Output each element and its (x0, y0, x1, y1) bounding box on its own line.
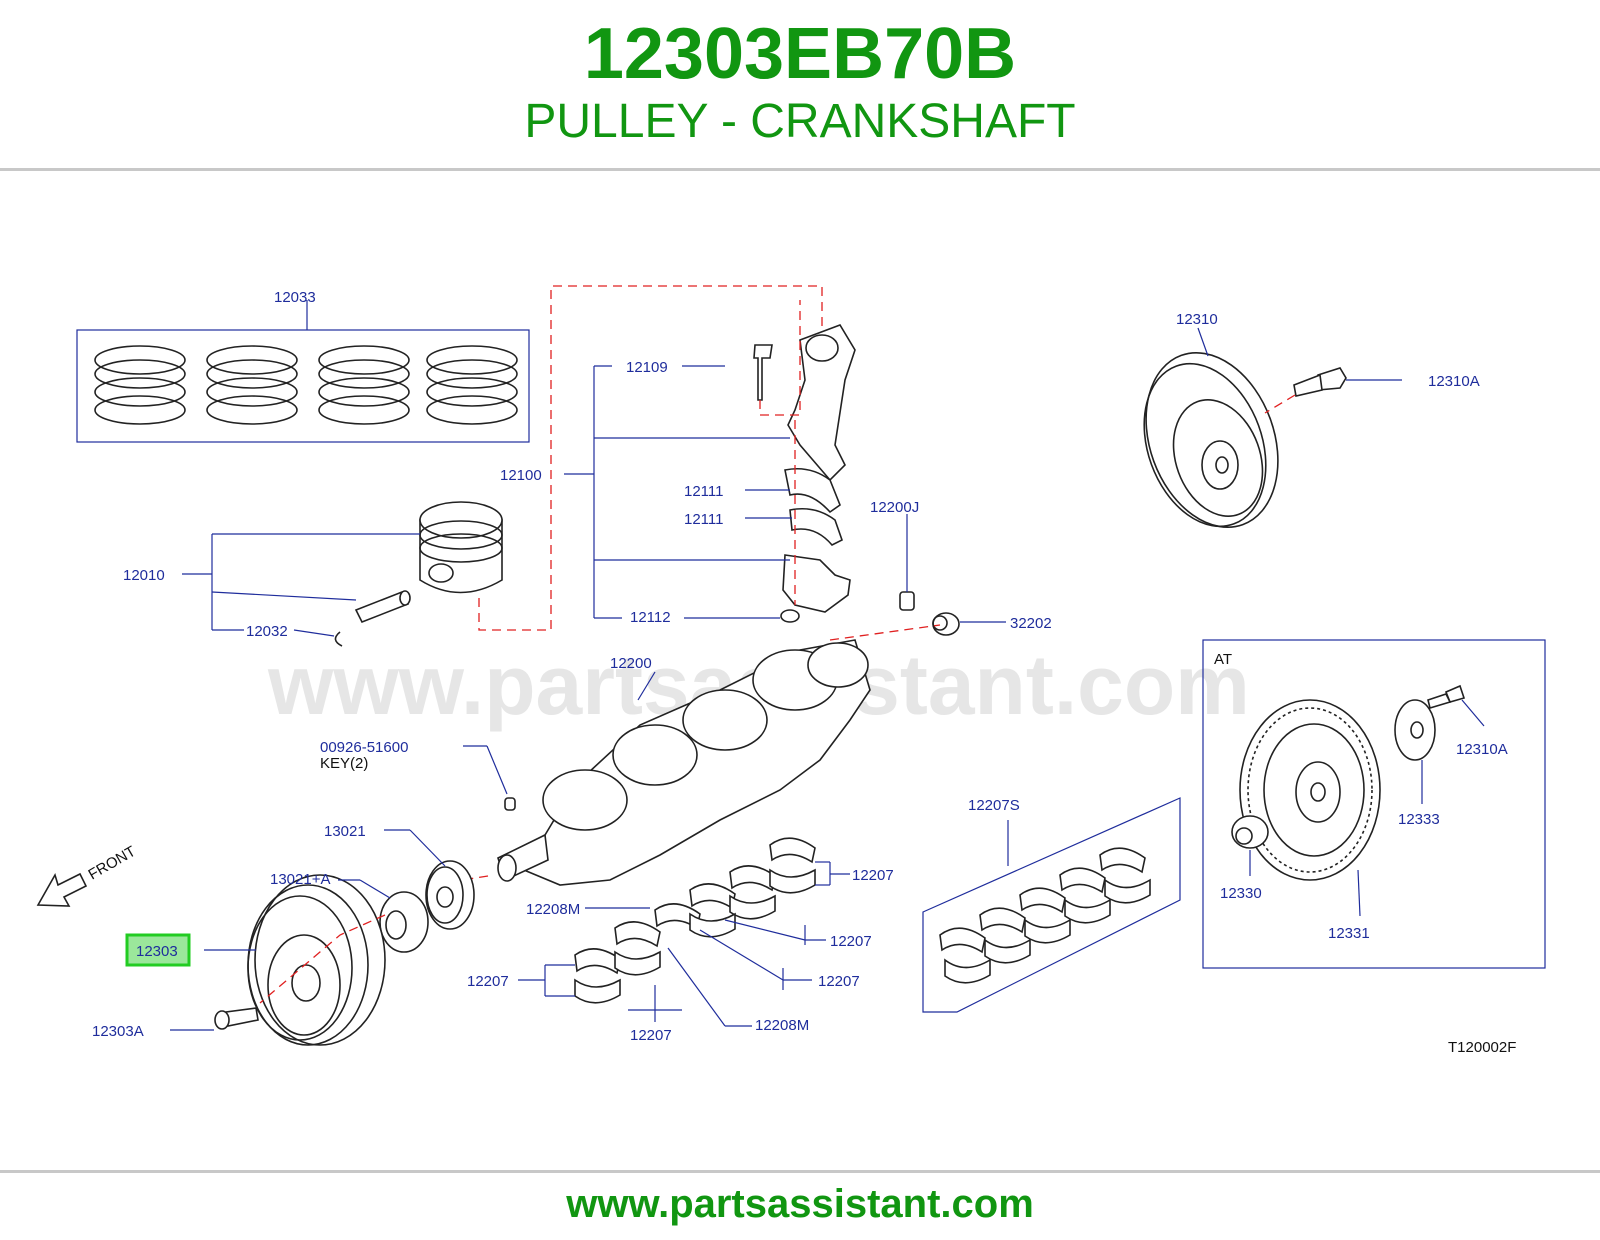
pilot-bushing-drawing (1231, 815, 1269, 849)
footer-url[interactable]: www.partsassistant.com (566, 1182, 1034, 1226)
callout-13021-A[interactable]: 13021+A (270, 871, 330, 888)
callout-12303A[interactable]: 12303A (92, 1023, 144, 1040)
crankshaft-sprocket-drawing (425, 860, 475, 930)
callout-12109[interactable]: 12109 (626, 359, 668, 376)
callout-12032[interactable]: 12032 (246, 623, 288, 640)
callout-12207-right-middle[interactable]: 12207 (830, 933, 872, 950)
callout-12331[interactable]: 12331 (1328, 925, 1370, 942)
callout-12208M-upper[interactable]: 12208M (526, 901, 580, 918)
header-divider (0, 168, 1600, 171)
callout-12010[interactable]: 12010 (123, 567, 165, 584)
callout-12111-upper[interactable]: 12111 (684, 483, 724, 500)
at-bolt-drawing (1427, 684, 1466, 710)
callout-12207S[interactable]: 12207S (968, 797, 1020, 814)
main-bearing-shells (574, 837, 816, 1004)
callout-12033[interactable]: 12033 (274, 289, 316, 306)
drive-plate-drawing (1143, 352, 1347, 528)
callout-12333[interactable]: 12333 (1398, 811, 1440, 828)
callout-12200[interactable]: 12200 (610, 655, 652, 672)
crankshaft-pulley-drawing (247, 874, 386, 1046)
highlight-box (125, 933, 191, 967)
ring-gear-flywheel-drawing (1239, 699, 1381, 881)
part-name-subtitle: PULLEY - CRANKSHAFT (524, 95, 1076, 148)
callout-12112[interactable]: 12112 (630, 609, 671, 626)
at-box-label: AT (1214, 651, 1232, 668)
connecting-rod-drawing (753, 324, 856, 623)
front-direction-arrow (36, 872, 88, 907)
callout-12303-highlighted[interactable]: 12303 (136, 943, 178, 960)
callout-labels: 12033 12010 12032 12109 12100 12111 1211… (86, 289, 1517, 1056)
callout-12330[interactable]: 12330 (1220, 885, 1262, 902)
callout-12200J[interactable]: 12200J (870, 499, 919, 516)
callout-12100[interactable]: 12100 (500, 467, 542, 484)
footer-divider (0, 1170, 1600, 1173)
pulley-bolt-drawing (214, 1007, 259, 1030)
callout-12310A-at[interactable]: 12310A (1456, 741, 1508, 758)
front-label: FRONT (86, 843, 139, 884)
callout-12207-bottom[interactable]: 12207 (630, 1027, 672, 1044)
callout-12207-right-upper[interactable]: 12207 (852, 867, 894, 884)
callout-32202[interactable]: 32202 (1010, 615, 1052, 632)
adapter-plate-drawing (1394, 699, 1436, 761)
piston-rings-group (76, 300, 530, 443)
callout-13021[interactable]: 13021 (324, 823, 366, 840)
spacer-drawing (379, 891, 429, 953)
key-quantity-note: KEY(2) (320, 755, 368, 772)
callout-12207-right-lower[interactable]: 12207 (818, 973, 860, 990)
callout-12310A[interactable]: 12310A (1428, 373, 1480, 390)
piston-drawing (334, 501, 503, 647)
crankshaft-drawing (497, 639, 871, 886)
diagram-code: T120002F (1448, 1039, 1516, 1056)
callout-12208M-lower[interactable]: 12208M (755, 1017, 809, 1034)
callout-12207-left[interactable]: 12207 (467, 973, 509, 990)
page-header: 12303EB70B PULLEY - CRANKSHAFT (0, 0, 1600, 168)
pilot-pin-and-bushing (899, 591, 960, 636)
automatic-transmission-box (1202, 639, 1546, 969)
callout-12111-lower[interactable]: 12111 (684, 511, 724, 528)
part-number-title: 12303EB70B (583, 14, 1017, 94)
callout-00926-51600[interactable]: 00926-51600 (320, 739, 408, 756)
bearing-set-box (922, 797, 1181, 1013)
callout-12310[interactable]: 12310 (1176, 311, 1218, 328)
